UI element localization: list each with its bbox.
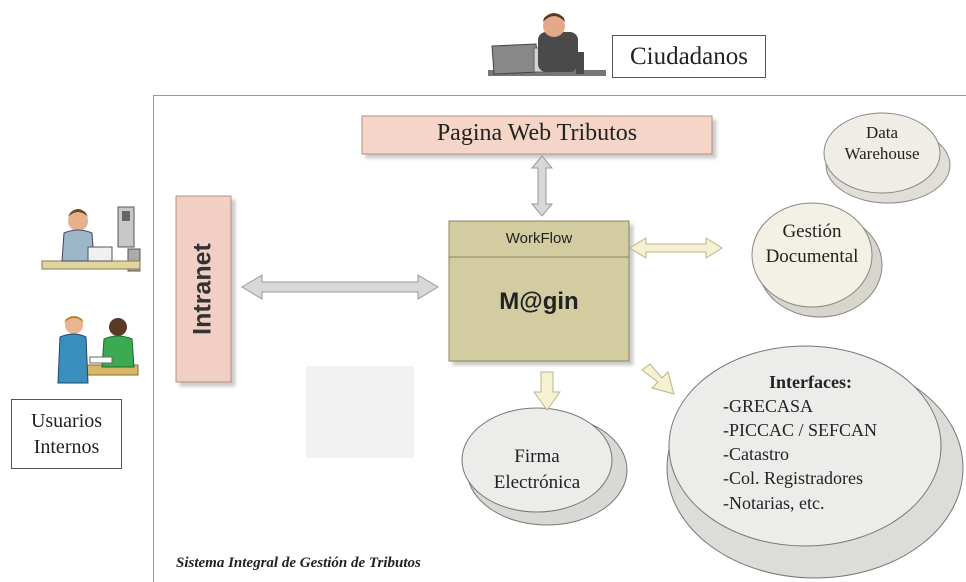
firma-ellipse: [461, 407, 613, 513]
magin-interfaces-arrow: [641, 363, 675, 395]
workflow-label: WorkFlow: [505, 230, 573, 247]
intranet-box: [175, 195, 232, 383]
firma-text: Firma: [514, 446, 560, 467]
interface-item: -Notarias, etc.: [723, 492, 825, 513]
gestion-ellipse: [751, 202, 873, 308]
pagina-web-box: [361, 115, 713, 155]
ciudadanos-label: Ciudadanos: [612, 35, 766, 78]
web-magin-arrow: [530, 155, 554, 217]
interface-item: -GRECASA: [723, 396, 814, 417]
intranet-title: Intranet: [188, 243, 217, 335]
magin-box: [448, 220, 630, 362]
data-text: Data: [865, 123, 899, 142]
intranet-magin-arrow: [241, 274, 439, 300]
citizen-computer-icon: [488, 13, 606, 76]
sistema-caption: Sistema Integral de Gestión de Tributos: [176, 555, 421, 571]
interfaces-ellipse: [668, 345, 942, 547]
electronica-text: Electrónica: [493, 471, 581, 493]
interfaces-label: Interfaces: -GRECASA -PICCAC / SEFCAN -C…: [723, 370, 933, 515]
interface-item: -Col. Registradores: [723, 468, 863, 489]
interface-item: -PICCAC / SEFCAN: [723, 420, 878, 441]
magin-gestion-arrow: [629, 237, 723, 259]
gestion-documental-label: Gestión Documental: [752, 220, 872, 269]
usuarios-text: Usuarios: [30, 410, 103, 432]
documental-text: Documental: [765, 245, 859, 267]
magin-firma-arrow: [533, 371, 561, 411]
usuarios-internos-label: Usuarios Internos: [11, 399, 122, 469]
internal-user-desk-icon: [41, 206, 141, 272]
gestion-text: Gestión: [782, 221, 842, 242]
magin-title: M@gin: [499, 288, 579, 315]
interfaces-title: Interfaces:: [769, 372, 852, 392]
data-warehouse-ellipse: [823, 112, 941, 194]
faint-panel: [306, 366, 414, 458]
ciudadanos-text: Ciudadanos: [629, 42, 749, 70]
internos-text: Internos: [33, 436, 100, 458]
firma-label: Firma Electrónica: [467, 444, 607, 495]
interface-item: -Catastro: [723, 444, 789, 465]
internal-users-meeting-icon: [57, 316, 139, 384]
warehouse-text: Warehouse: [844, 144, 920, 164]
pagina-web-title: Pagina Web Tributos: [436, 120, 638, 146]
data-warehouse-label: Data Warehouse: [826, 122, 938, 165]
